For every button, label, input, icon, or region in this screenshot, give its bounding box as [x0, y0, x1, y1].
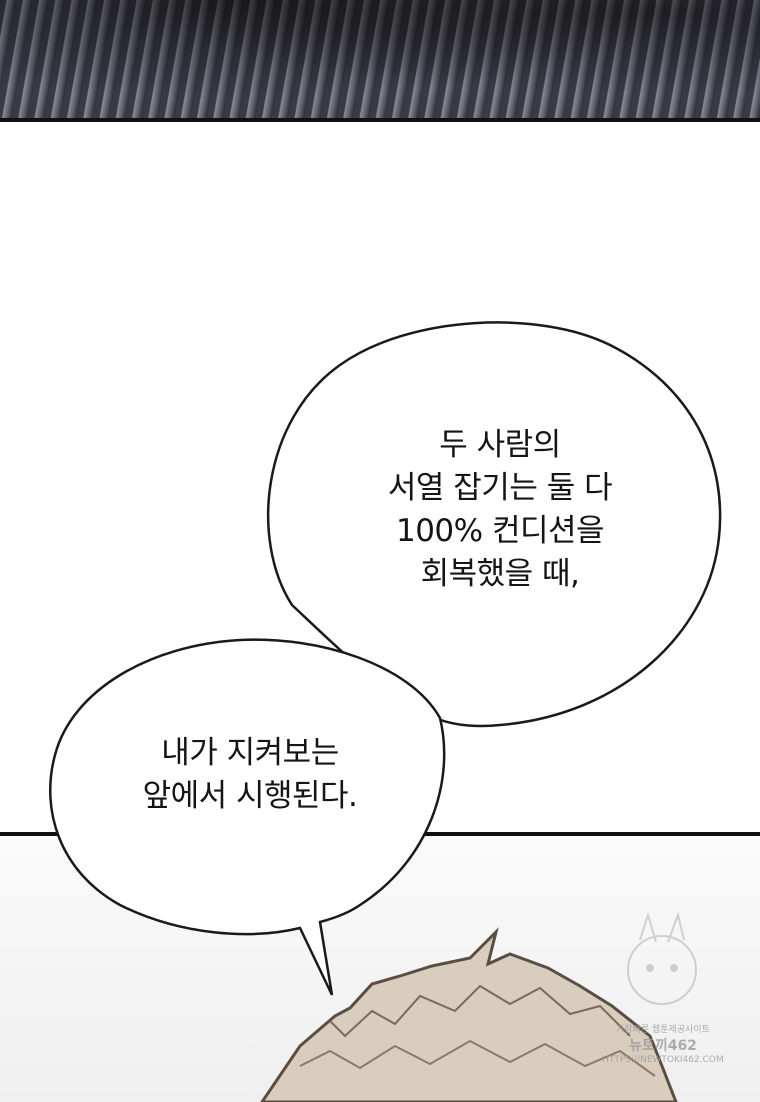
bubble-top-line-2: 서열 잡기는 둘 다 [387, 470, 613, 506]
bubble-top-text: 두 사람의 서열 잡기는 둘 다 100% 컨디션을 회복했을 때, [330, 424, 670, 596]
top-panel-speedlines [0, 0, 760, 122]
bubble-bottom-text: 내가 지켜보는 앞에서 시행된다. [80, 732, 420, 818]
watermark-line-3: HTTPS://NEWTOKI462.COM [602, 1055, 724, 1065]
bubble-top-line-4: 회복했을 때, [420, 556, 580, 592]
character-hair-art [260, 927, 678, 1102]
speech-bubble-bottom [48, 638, 446, 996]
bubble-bottom-line-1: 내가 지켜보는 [161, 735, 339, 771]
watermark-line-1: 가장빠른 웹툰제공사이트 [616, 1025, 710, 1035]
watermark-line-2: 뉴토끼462 [629, 1038, 697, 1054]
bubble-bottom-line-2: 앞에서 시행된다. [142, 778, 358, 814]
watermark: 가장빠른 웹툰제공사이트 뉴토끼462 HTTPS://NEWTOKI462.C… [598, 1022, 728, 1065]
bubble-top-line-1: 두 사람의 [439, 427, 561, 463]
bubble-top-line-3: 100% 컨디션을 [395, 513, 605, 549]
